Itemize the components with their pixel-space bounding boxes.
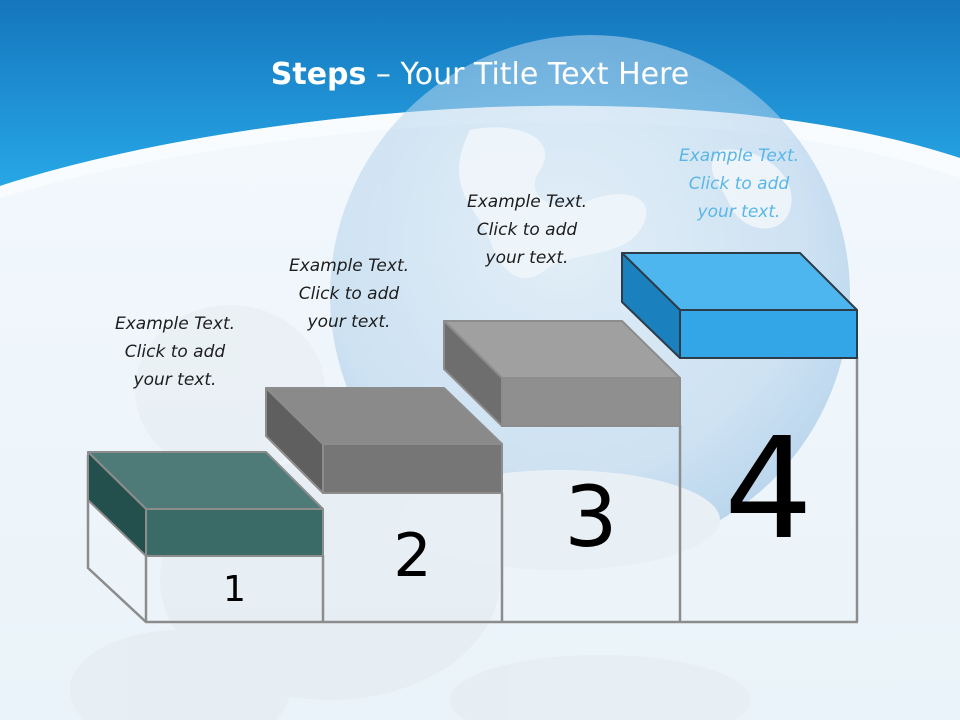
step-2-number[interactable]: 2 (393, 521, 432, 591)
stair-outline (86, 357, 859, 624)
title-bold: Steps (270, 57, 367, 92)
slide-title[interactable]: Steps – Your Title Text Here (0, 52, 960, 98)
caption-line: your text. (485, 248, 569, 268)
step-1-box (87, 451, 324, 557)
caption-line: Example Text. (114, 314, 236, 334)
step-2-caption[interactable]: Example Text. Click to add your text. (254, 252, 444, 336)
caption-line: Example Text. (466, 192, 588, 212)
step-1-number[interactable]: 1 (223, 569, 246, 610)
step-3-box (443, 320, 681, 427)
step-2-box (265, 387, 503, 494)
step-1-caption[interactable]: Example Text. Click to add your text. (80, 310, 270, 394)
step-4-box (621, 252, 858, 359)
caption-line: Example Text. (678, 146, 800, 166)
caption-line: Click to add (298, 284, 400, 304)
step-3-number[interactable]: 3 (564, 468, 618, 566)
figure-arm (400, 470, 720, 570)
step-3-caption[interactable]: Example Text. Click to add your text. (432, 188, 622, 272)
caption-line: Click to add (124, 342, 226, 362)
caption-line: Click to add (688, 174, 790, 194)
caption-line: your text. (307, 312, 391, 332)
caption-line: your text. (133, 370, 217, 390)
figure-foot (450, 655, 750, 720)
title-rest: – Your Title Text Here (366, 57, 690, 92)
caption-line: Click to add (476, 220, 578, 240)
caption-line: your text. (697, 202, 781, 222)
step-4-caption[interactable]: Example Text. Click to add your text. (644, 142, 834, 226)
step-4-number[interactable]: 4 (723, 408, 814, 571)
continent-shape-2 (711, 149, 792, 229)
continent-shape (459, 127, 647, 279)
caption-line: Example Text. (288, 256, 410, 276)
figure-leg (70, 630, 290, 720)
